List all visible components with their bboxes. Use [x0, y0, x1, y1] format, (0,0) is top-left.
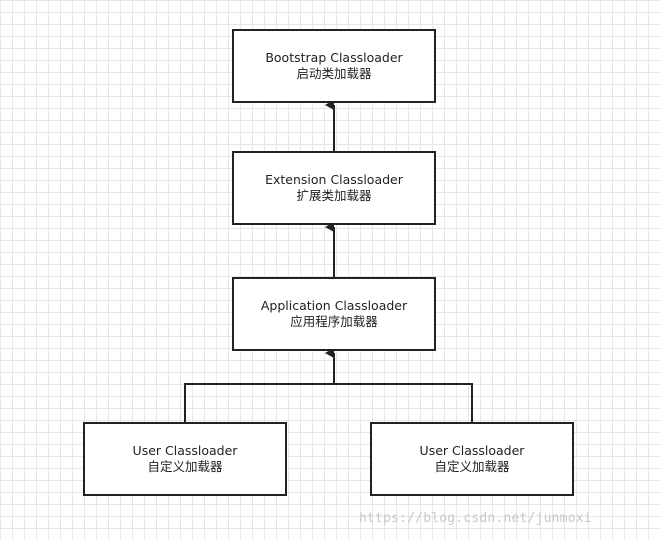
node-label-en: User Classloader — [419, 443, 525, 458]
node-label-en: User Classloader — [132, 443, 238, 458]
node-extension-classloader: Extension Classloader 扩展类加载器 — [232, 151, 436, 225]
node-label-zh: 应用程序加载器 — [290, 314, 378, 329]
node-bootstrap-classloader: Bootstrap Classloader 启动类加载器 — [232, 29, 436, 103]
node-user-classloader-right: User Classloader 自定义加载器 — [370, 422, 574, 496]
node-label-zh: 启动类加载器 — [296, 66, 372, 81]
edge-user-classloaders-connector — [184, 383, 473, 422]
node-label-en: Application Classloader — [260, 298, 408, 313]
node-label-zh: 扩展类加载器 — [296, 188, 372, 203]
node-label-zh: 自定义加载器 — [434, 459, 510, 474]
watermark-url: https://blog.csdn.net/junmoxi — [359, 511, 592, 526]
node-label-zh: 自定义加载器 — [147, 459, 223, 474]
node-application-classloader: Application Classloader 应用程序加载器 — [232, 277, 436, 351]
node-label-en: Extension Classloader — [265, 172, 403, 187]
node-user-classloader-left: User Classloader 自定义加载器 — [83, 422, 287, 496]
node-label-en: Bootstrap Classloader — [265, 50, 403, 65]
